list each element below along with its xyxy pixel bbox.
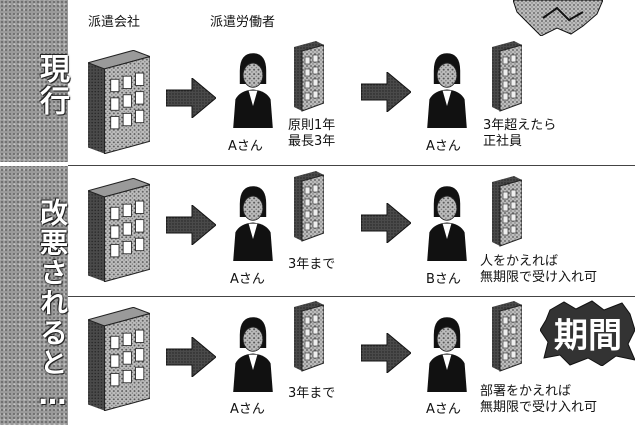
row0-period: 原則1年 最長3年 [288,118,336,149]
worker-icon [231,306,275,401]
workplace-building-icon [294,300,324,372]
row0-person: Aさん [228,139,263,154]
worker-icon [425,42,469,137]
burst-badge: 期間 [540,300,635,366]
worker-icon [231,42,275,137]
row0-outcome: 3年超えたら 正社員 [483,118,557,149]
row1-outcome: 人をかえれば 無期限で受け入れ可 [480,254,598,285]
header-agency: 派遣会社 [88,15,141,30]
sidebar-separator [0,162,68,166]
row-divider-1 [68,165,635,166]
row2-person2: Aさん [426,402,461,417]
agency-building-icon [88,307,150,411]
arrow-right-icon [166,78,216,118]
row1-person: Aさん [230,272,265,287]
label-revised: 改悪されると… [36,198,69,413]
workplace-building-icon [492,175,522,247]
row1-person2: Bさん [426,272,461,287]
agency-building-icon [88,50,150,154]
worker-icon [425,175,469,270]
workplace-building-icon [492,40,522,112]
label-current: 現行 [34,53,69,117]
decorative-burst-icon [513,0,603,36]
row1-period: 3年まで [288,257,336,272]
worker-icon [425,306,469,401]
arrow-right-icon [361,72,411,112]
sidebar: 現行 改悪されると… [0,0,69,425]
arrow-right-icon [361,333,411,373]
row2-person: Aさん [230,402,265,417]
row2-outcome: 部署をかえれば 無期限で受け入れ可 [480,384,598,415]
workplace-building-icon [294,170,324,242]
arrow-right-icon [166,205,216,245]
workplace-building-icon [492,300,522,372]
worker-icon [231,175,275,270]
row0-person2: Aさん [426,139,461,154]
agency-building-icon [88,178,150,282]
arrow-right-icon [361,203,411,243]
diagram-content: 派遣会社 派遣労働者 Aさん 原則1年 最長3年 Aさん 3年超えたら 正社員 … [68,0,635,425]
arrow-right-icon [166,337,216,377]
row2-period: 3年まで [288,386,336,401]
workplace-building-icon [294,40,324,112]
header-worker: 派遣労働者 [210,15,276,30]
row-divider-2 [68,296,635,297]
badge-text: 期間 [554,316,622,356]
